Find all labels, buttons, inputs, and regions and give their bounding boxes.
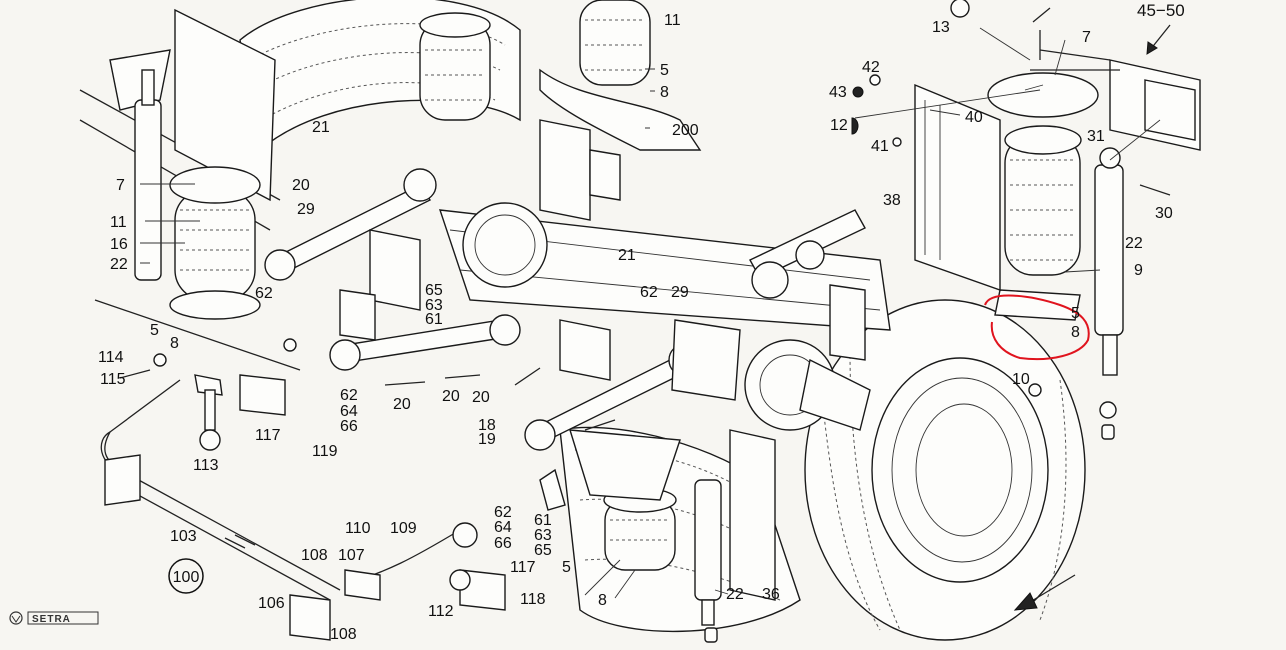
part-label: 114	[98, 349, 124, 366]
part-label: 12	[830, 117, 848, 134]
part-label: 64	[340, 403, 358, 420]
svg-text:SETRA: SETRA	[32, 614, 71, 625]
air-spring-center	[569, 429, 681, 571]
air-spring-left	[169, 166, 261, 320]
air-spring-top	[419, 12, 491, 121]
part-label: 5	[1071, 305, 1080, 322]
part-label: 29	[671, 284, 689, 301]
part-label: 22	[1125, 235, 1143, 252]
part-label: 103	[170, 528, 197, 545]
part-label: 5	[562, 559, 571, 576]
part-label: 118	[520, 591, 546, 608]
part-label: 38	[883, 192, 901, 209]
part-label: 5	[150, 322, 159, 339]
part-label: 62	[340, 387, 358, 404]
part-label: 20	[292, 177, 310, 194]
part-label: 41	[871, 138, 889, 155]
part-label: 5	[660, 62, 669, 79]
part-label: 117	[510, 559, 536, 576]
part-label: 20	[442, 388, 460, 405]
part-label: 61	[425, 311, 443, 328]
fasteners	[119, 0, 1171, 643]
shock-absorber-center	[694, 479, 722, 626]
part-label: 42	[862, 59, 880, 76]
propeller-shaft	[749, 209, 866, 299]
part-label: 62	[494, 504, 512, 521]
part-label: 8	[660, 84, 669, 101]
part-label: 117	[255, 427, 281, 444]
part-label: 9	[1134, 262, 1143, 279]
part-label: 10	[1012, 371, 1030, 388]
red-annotation-circle	[984, 294, 1090, 361]
part-label: 8	[170, 335, 179, 352]
part-label: 200	[672, 122, 699, 139]
shock-absorber-right	[1094, 147, 1124, 376]
part-label: 19	[478, 431, 496, 448]
part-label: 36	[762, 586, 780, 603]
part-label: 109	[390, 520, 417, 537]
part-label: 11	[110, 214, 127, 231]
part-label: 64	[494, 519, 512, 536]
part-label: 112	[428, 603, 454, 620]
shock-absorber-left	[134, 69, 162, 281]
direction-arrow-top-right	[1146, 24, 1171, 55]
part-label: 119	[312, 443, 338, 460]
part-label: 115	[100, 371, 126, 388]
part-label: 65	[534, 542, 552, 559]
part-label: 20	[472, 389, 490, 406]
part-label: 22	[110, 256, 128, 273]
part-label: 18	[478, 417, 496, 434]
part-label: 30	[1155, 205, 1173, 222]
part-label: 45−50	[1137, 1, 1185, 20]
svg-text:100: 100	[173, 569, 200, 586]
air-spring-right	[987, 72, 1099, 321]
part-label: 7	[116, 177, 125, 194]
part-label: 16	[110, 236, 128, 253]
part-label: 7	[1082, 29, 1091, 46]
part-label: 63	[425, 297, 443, 314]
anti-roll-bar	[100, 374, 506, 641]
part-label: 106	[258, 595, 285, 612]
manufacturer-logo: SETRA	[9, 611, 99, 625]
part-label: 110	[345, 520, 371, 537]
part-label: 62	[255, 285, 273, 302]
part-label: 43	[829, 84, 847, 101]
right-support-bracket	[914, 49, 1201, 291]
part-label: 11	[664, 12, 681, 29]
part-label: 40	[965, 109, 983, 126]
part-label: 31	[1087, 128, 1105, 145]
part-label: 29	[297, 201, 315, 218]
part-label: 65	[425, 282, 443, 299]
part-label: 8	[598, 592, 607, 609]
right-rear-tire	[804, 299, 1086, 641]
logo-emblem-icon	[9, 611, 23, 625]
part-label: 61	[534, 512, 552, 529]
part-label: 13	[932, 19, 950, 36]
part-label: 8	[1071, 324, 1080, 341]
part-label: 62	[640, 284, 658, 301]
axle-brackets	[339, 119, 866, 601]
part-label: 20	[393, 396, 411, 413]
page-number-badge: 100	[168, 558, 204, 594]
part-label: 107	[338, 547, 365, 564]
direction-arrow-bottom-right	[1013, 574, 1076, 611]
part-label: 108	[301, 547, 328, 564]
part-label: 21	[618, 247, 636, 264]
leader-lines	[140, 27, 1161, 599]
rear-axle-housing	[438, 202, 891, 431]
part-labels: 11 5 8 200 21 7 20 29 11 16 22 62 5 8 65…	[98, 1, 1185, 643]
control-rods	[264, 168, 702, 511]
part-label: 63	[534, 527, 552, 544]
part-label: 66	[340, 418, 358, 435]
part-label: 21	[312, 119, 330, 136]
part-label: 113	[193, 457, 219, 474]
air-spring-top-right	[539, 0, 702, 151]
part-label: 108	[330, 626, 357, 643]
part-label: 22	[726, 586, 744, 603]
part-label: 66	[494, 535, 512, 552]
left-frame-rails	[79, 8, 301, 371]
